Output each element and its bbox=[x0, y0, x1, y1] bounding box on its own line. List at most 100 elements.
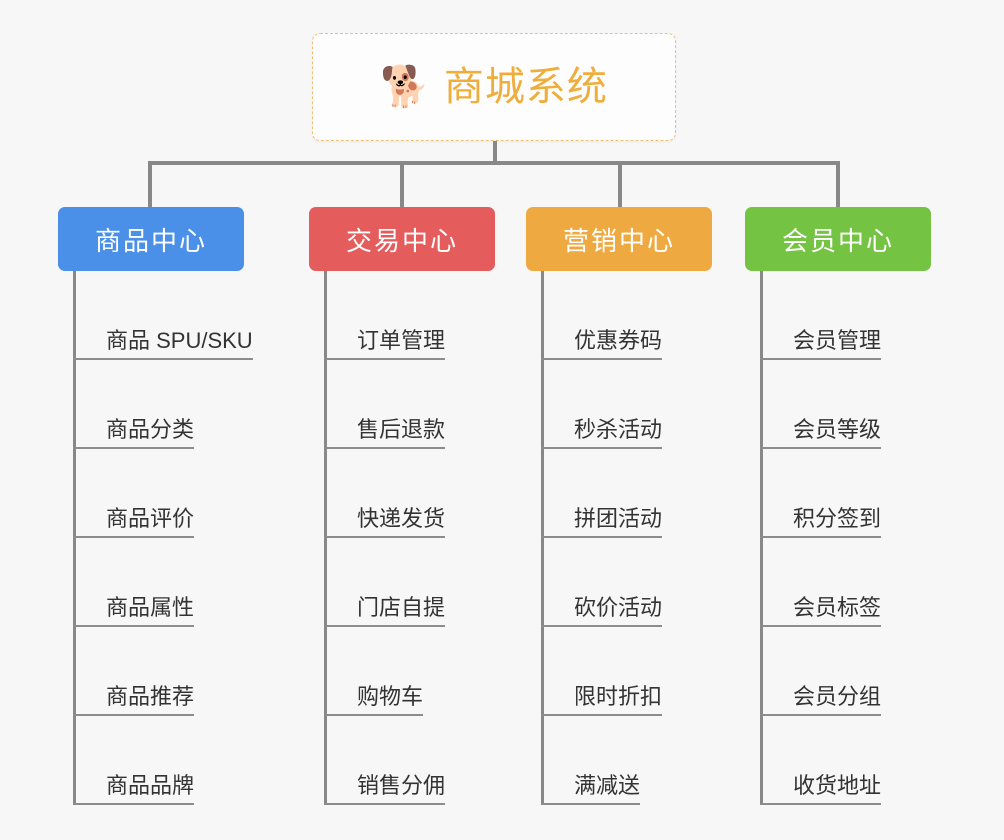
leaf-item[interactable]: 商品 SPU/SKU bbox=[73, 271, 253, 360]
leaf-item[interactable]: 会员管理 bbox=[760, 271, 931, 360]
column-3: 营销中心优惠券码秒杀活动拼团活动砍价活动限时折扣满减送 bbox=[526, 207, 712, 805]
leaf-item-content: 商品品牌 bbox=[73, 772, 195, 805]
root-node[interactable]: 🐕 商城系统 bbox=[312, 33, 676, 141]
leaf-item-content: 会员管理 bbox=[760, 327, 882, 360]
leaf-item-label: 快递发货 bbox=[357, 505, 446, 531]
leaf-item-rule bbox=[541, 803, 640, 805]
leaf-item-content: 秒杀活动 bbox=[541, 416, 663, 449]
leaf-item[interactable]: 订单管理 bbox=[324, 271, 495, 360]
column-body-4: 会员管理会员等级积分签到会员标签会员分组收货地址 bbox=[760, 271, 931, 805]
leaf-item-content: 限时折扣 bbox=[541, 683, 663, 716]
column-spine-1 bbox=[73, 271, 76, 805]
leaf-item-rule bbox=[760, 714, 881, 716]
leaf-item-content: 砍价活动 bbox=[541, 594, 663, 627]
leaf-item[interactable]: 优惠券码 bbox=[541, 271, 712, 360]
column-header-label: 会员中心 bbox=[781, 225, 894, 256]
leaf-item-label: 商品 SPU/SKU bbox=[106, 327, 253, 353]
leaf-item[interactable]: 拼团活动 bbox=[541, 449, 712, 538]
leaf-item-rule bbox=[541, 358, 662, 360]
leaf-item-label: 拼团活动 bbox=[574, 505, 663, 531]
column-spine-3 bbox=[541, 271, 544, 805]
leaf-item-content: 快递发货 bbox=[324, 505, 446, 538]
leaf-item[interactable]: 商品品牌 bbox=[73, 716, 244, 805]
leaf-item-content: 销售分佣 bbox=[324, 772, 446, 805]
leaf-item[interactable]: 购物车 bbox=[324, 627, 495, 716]
leaf-item-rule bbox=[760, 536, 881, 538]
leaf-item-rule bbox=[541, 625, 662, 627]
column-header-label: 交易中心 bbox=[345, 225, 458, 256]
leaf-item[interactable]: 秒杀活动 bbox=[541, 360, 712, 449]
column-4: 会员中心会员管理会员等级积分签到会员标签会员分组收货地址 bbox=[745, 207, 931, 805]
leaf-item[interactable]: 会员分组 bbox=[760, 627, 931, 716]
column-body-1: 商品 SPU/SKU 商品分类商品评价商品属性商品推荐商品品牌 bbox=[73, 271, 253, 805]
column-1: 商品中心商品 SPU/SKU 商品分类商品评价商品属性商品推荐商品品牌 bbox=[58, 207, 253, 805]
leaf-item-rule bbox=[541, 536, 662, 538]
column-header-2[interactable]: 交易中心 bbox=[309, 207, 495, 271]
leaf-item-label: 会员分组 bbox=[793, 683, 882, 709]
leaf-item-content: 商品属性 bbox=[73, 595, 194, 627]
leaf-item-label: 会员等级 bbox=[793, 416, 882, 442]
leaf-item[interactable]: 商品分类 bbox=[73, 360, 244, 449]
leaf-item-label: 积分签到 bbox=[793, 505, 882, 531]
leaf-item-rule bbox=[541, 447, 662, 449]
column-header-3[interactable]: 营销中心 bbox=[526, 207, 712, 271]
leaf-item-label: 订单管理 bbox=[357, 327, 446, 353]
leaf-item-content: 商品 SPU/SKU bbox=[73, 327, 253, 360]
leaf-item[interactable]: 快递发货 bbox=[324, 449, 495, 538]
leaf-item[interactable]: 商品属性 bbox=[73, 538, 244, 627]
column-header-4[interactable]: 会员中心 bbox=[745, 207, 931, 271]
leaf-item-rule bbox=[73, 358, 253, 360]
leaf-item[interactable]: 商品推荐 bbox=[73, 627, 244, 716]
leaf-item-rule bbox=[541, 714, 662, 716]
leaf-item[interactable]: 会员等级 bbox=[760, 360, 931, 449]
leaf-item[interactable]: 售后退款 bbox=[324, 360, 495, 449]
leaf-item-content: 订单管理 bbox=[324, 327, 446, 360]
leaf-item[interactable]: 限时折扣 bbox=[541, 627, 712, 716]
leaf-item[interactable]: 满减送 bbox=[541, 716, 712, 805]
leaf-item[interactable]: 会员标签 bbox=[760, 538, 931, 627]
leaf-item-label: 会员管理 bbox=[793, 327, 882, 353]
leaf-item[interactable]: 商品评价 bbox=[73, 449, 244, 538]
column-header-1[interactable]: 商品中心 bbox=[58, 207, 244, 271]
leaf-item-label: 收货地址 bbox=[793, 772, 882, 798]
leaf-item-label: 满减送 bbox=[574, 772, 641, 798]
leaf-item-label: 商品品牌 bbox=[106, 772, 195, 798]
root-node-label: 商城系统 bbox=[443, 65, 608, 109]
connector-drop-4 bbox=[836, 161, 840, 207]
leaf-item-label: 售后退款 bbox=[357, 416, 446, 442]
leaf-item-rule bbox=[73, 803, 194, 805]
leaf-item[interactable]: 砍价活动 bbox=[541, 538, 712, 627]
root-node-content: 🐕 商城系统 bbox=[380, 67, 608, 107]
leaf-item-rule bbox=[73, 714, 194, 716]
leaf-item-label: 商品推荐 bbox=[106, 683, 195, 709]
leaf-item-content: 会员标签 bbox=[760, 595, 881, 627]
leaf-item[interactable]: 积分签到 bbox=[760, 449, 931, 538]
connector-root-stem bbox=[493, 141, 497, 163]
leaf-item[interactable]: 收货地址 bbox=[760, 716, 931, 805]
leaf-item-label: 秒杀活动 bbox=[574, 416, 663, 442]
leaf-item-rule bbox=[760, 803, 881, 805]
leaf-item-rule bbox=[73, 536, 194, 538]
leaf-item-content: 拼团活动 bbox=[541, 505, 663, 538]
leaf-item-label: 砍价活动 bbox=[574, 594, 663, 620]
leaf-item-rule bbox=[324, 447, 445, 449]
leaf-item-label: 销售分佣 bbox=[357, 772, 446, 798]
column-body-2: 订单管理售后退款快递发货门店自提购物车销售分佣 bbox=[324, 271, 495, 805]
leaf-item-content: 购物车 bbox=[324, 683, 424, 716]
connector-drop-2 bbox=[400, 161, 404, 207]
leaf-item-label: 商品分类 bbox=[106, 416, 195, 442]
leaf-item-rule bbox=[760, 358, 881, 360]
leaf-item-content: 满减送 bbox=[541, 772, 641, 805]
leaf-item[interactable]: 门店自提 bbox=[324, 538, 495, 627]
leaf-item-content: 售后退款 bbox=[324, 416, 446, 449]
column-header-label: 营销中心 bbox=[562, 225, 675, 256]
leaf-item-rule bbox=[73, 447, 194, 449]
leaf-item-content: 积分签到 bbox=[760, 505, 882, 538]
leaf-item-label: 购物车 bbox=[357, 683, 424, 709]
leaf-item-content: 商品评价 bbox=[73, 506, 194, 538]
leaf-item-label: 限时折扣 bbox=[574, 683, 663, 709]
leaf-item-rule bbox=[324, 803, 445, 805]
leaf-item[interactable]: 销售分佣 bbox=[324, 716, 495, 805]
column-body-3: 优惠券码秒杀活动拼团活动砍价活动限时折扣满减送 bbox=[541, 271, 712, 805]
leaf-item-rule bbox=[324, 714, 423, 716]
